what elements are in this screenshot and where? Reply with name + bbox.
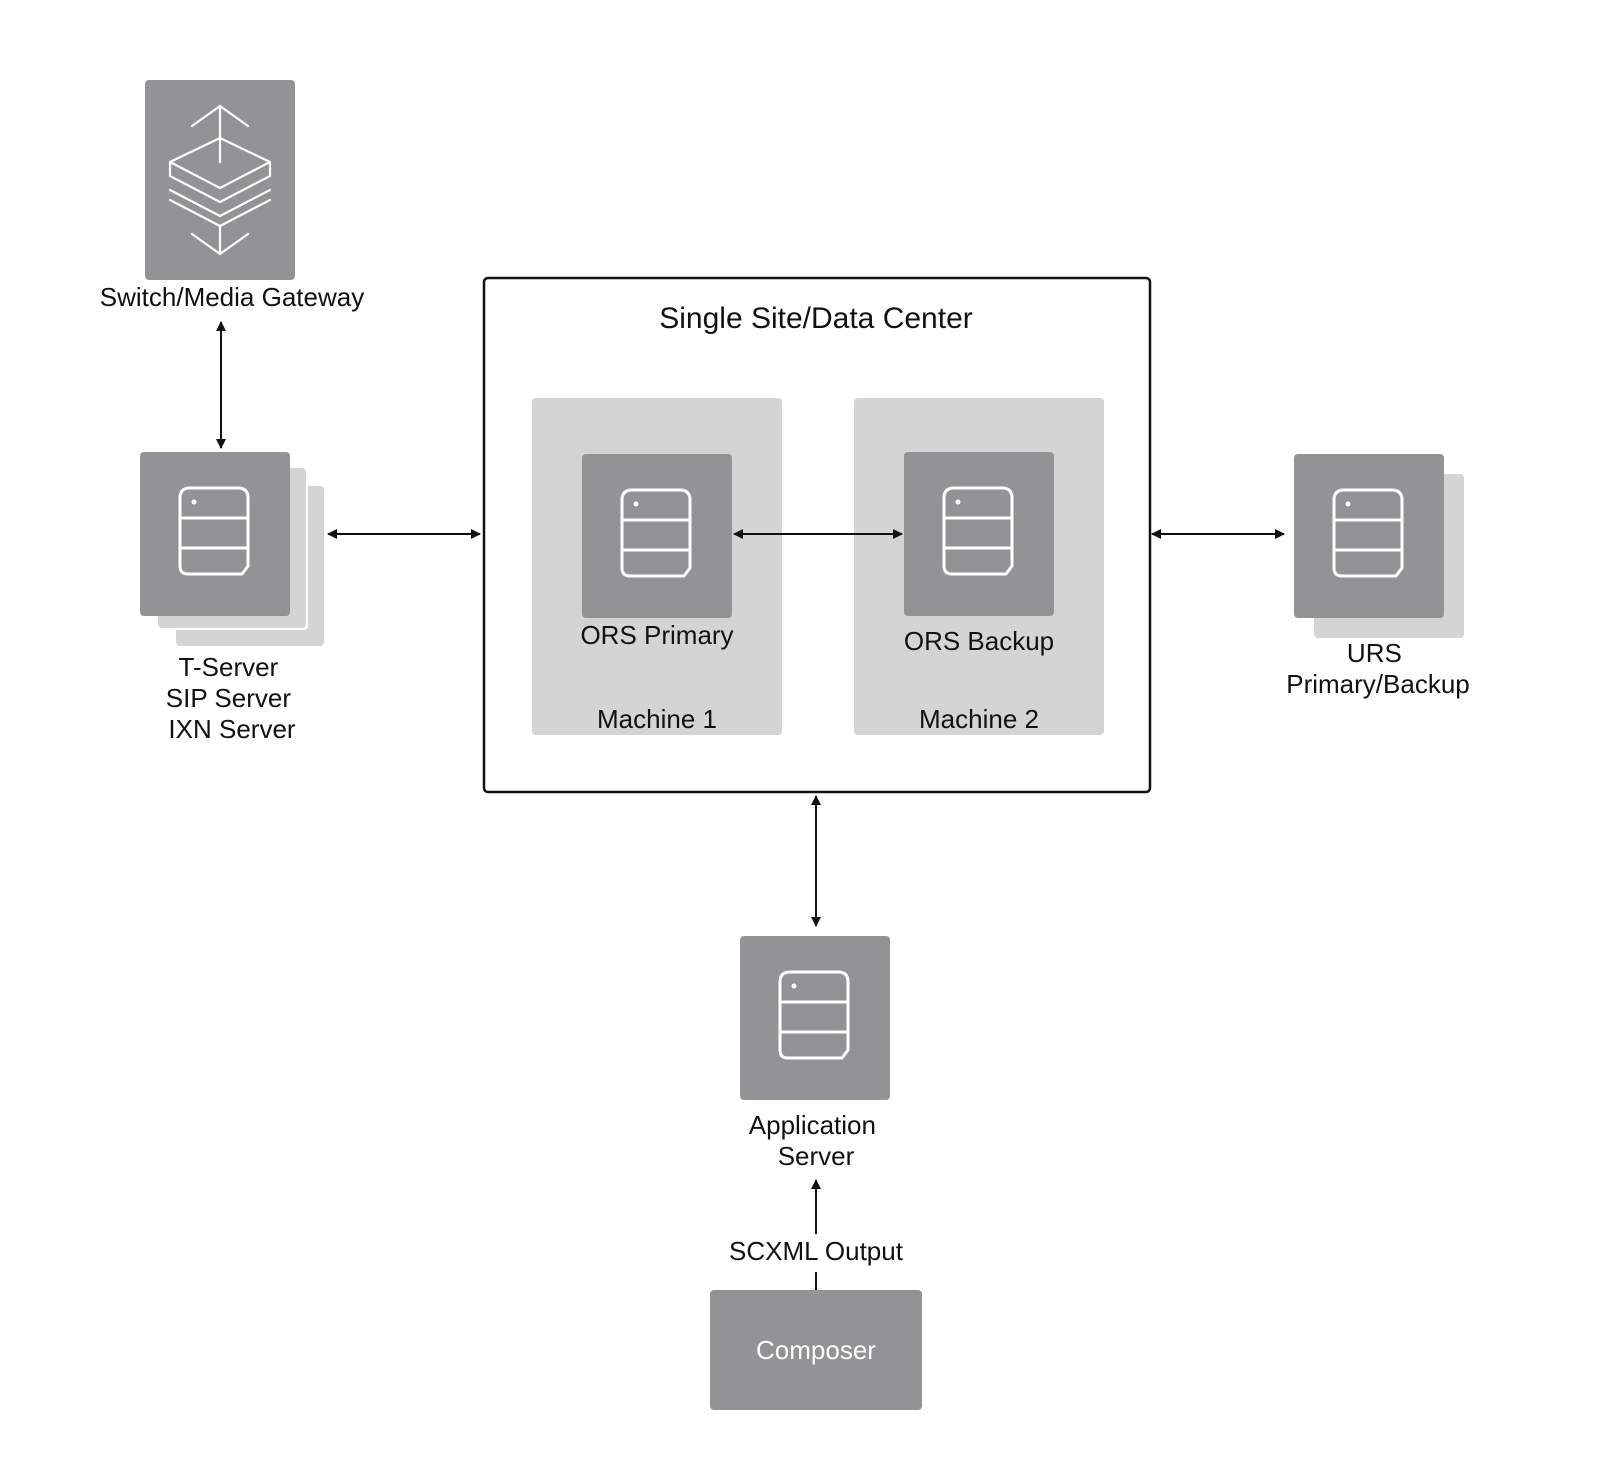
server-icon [178, 486, 250, 576]
ors-primary-label: ORS Primary [580, 620, 733, 650]
urs-label-line-2: Primary/Backup [1286, 669, 1470, 699]
server-icon [778, 970, 850, 1060]
ors-backup-label: ORS Backup [904, 626, 1054, 656]
machine-2: ORS Backup Machine 2 [854, 398, 1104, 735]
machine-1-label: Machine 1 [597, 704, 717, 734]
data-center-box: Single Site/Data Center ORS Primary Mach… [482, 276, 1152, 794]
application-server-label: Application Server [749, 1110, 883, 1171]
tserver-label: T-Server SIP Server IXN Server [166, 652, 298, 744]
machine-1: ORS Primary Machine 1 [532, 398, 782, 735]
server-icon [942, 486, 1014, 576]
data-center-title: Single Site/Data Center [659, 302, 973, 335]
machine-2-label: Machine 2 [919, 704, 1039, 734]
switch-layers-icon [168, 104, 272, 256]
switch-media-gateway-node: Switch/Media Gateway [100, 80, 364, 312]
tserver-label-line-3: IXN Server [168, 714, 295, 744]
switch-media-gateway-label: Switch/Media Gateway [100, 282, 364, 312]
urs-label-line-1: URS [1347, 638, 1402, 668]
application-server-label-line-1: Application [749, 1110, 876, 1140]
urs-node: URS Primary/Backup [1286, 454, 1470, 699]
composer-label: Composer [756, 1335, 876, 1365]
application-server-label-line-2: Server [778, 1141, 855, 1171]
tserver-label-line-1: T-Server [179, 652, 279, 682]
urs-label: URS Primary/Backup [1286, 638, 1470, 699]
tserver-label-line-2: SIP Server [166, 683, 292, 713]
server-icon [1332, 488, 1404, 578]
scxml-output-label: SCXML Output [729, 1236, 904, 1266]
application-server-node: Application Server [740, 936, 890, 1171]
server-icon [620, 488, 692, 578]
composer-node: Composer [710, 1290, 922, 1410]
tserver-node: T-Server SIP Server IXN Server [140, 452, 324, 744]
